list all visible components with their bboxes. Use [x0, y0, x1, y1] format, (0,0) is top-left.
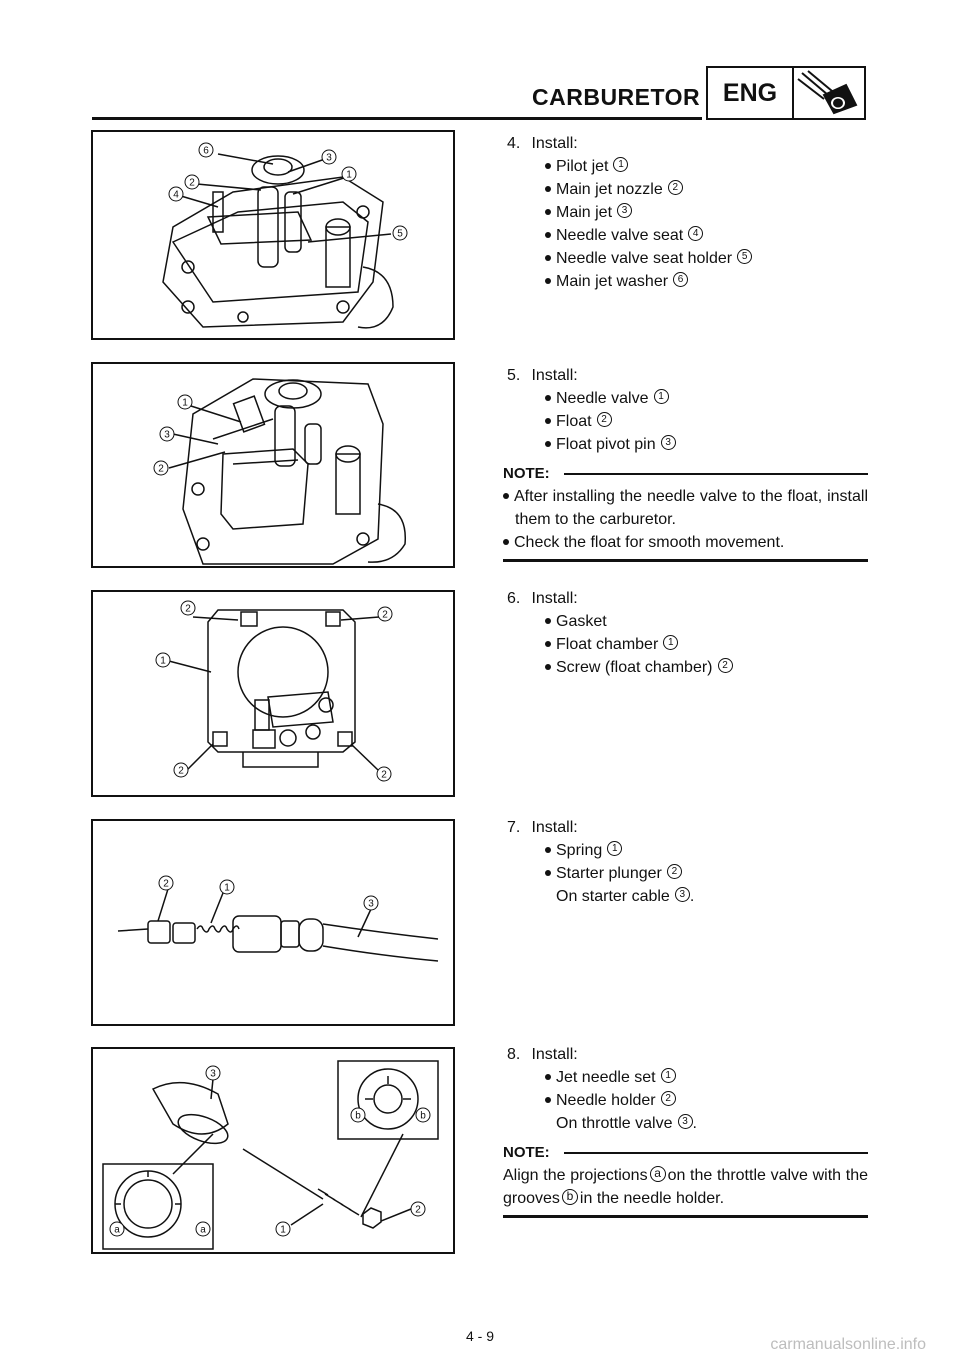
fig1-label-4: 4	[173, 190, 179, 201]
note-point: After installing the needle valve to the…	[503, 485, 868, 531]
fig2-label-1: 1	[182, 398, 188, 409]
note-label: NOTE:	[503, 465, 550, 482]
header-rule	[92, 117, 702, 120]
figure-starter-plunger: 2 1 3	[91, 819, 455, 1026]
fig5-label-b2: b	[420, 1111, 426, 1122]
figure-jet-needle: 3 b b a a 2 1	[91, 1047, 455, 1254]
fig2-label-2: 2	[158, 464, 164, 475]
fig3-label-1: 1	[160, 656, 166, 667]
step-number: 7.	[507, 819, 521, 836]
note-step-5: NOTE: After installing the needle valve …	[503, 462, 868, 562]
figure-carburetor-jets: 6 3 1 2 4 5	[91, 130, 455, 340]
fig1-label-5: 5	[397, 229, 403, 240]
fig5-label-1: 1	[280, 1225, 286, 1236]
fig4-label-1: 1	[224, 883, 230, 894]
fig5-label-a1: a	[114, 1225, 120, 1236]
step-title: Install:	[531, 367, 578, 384]
fig4-label-3: 3	[368, 899, 374, 910]
fig5-label-b1: b	[355, 1111, 361, 1122]
watermark: carmanualsonline.info	[770, 1336, 926, 1353]
fig3-label-2d: 2	[381, 770, 387, 781]
engine-piston-icon	[794, 68, 864, 118]
page-number: 4 - 9	[465, 1328, 494, 1344]
figure-float-chamber: 2 2 1 2 2	[91, 590, 455, 797]
page-title: CARBURETOR	[532, 84, 701, 110]
fig1-label-3: 3	[326, 153, 332, 164]
list-item: Gasket	[545, 610, 870, 633]
fig5-label-3: 3	[210, 1069, 216, 1080]
step-title: Install:	[531, 1046, 578, 1063]
figure-needle-valve-float: 1 3 2	[91, 362, 455, 568]
fig5-label-2: 2	[415, 1205, 421, 1216]
step-number: 4.	[507, 135, 521, 152]
step-title: Install:	[531, 135, 578, 152]
fig1-label-2: 2	[189, 178, 195, 189]
fig3-label-2c: 2	[178, 766, 184, 777]
fig1-label-6: 6	[203, 146, 209, 157]
step-title: Install:	[531, 590, 578, 607]
fig2-label-3: 3	[164, 430, 170, 441]
section-tab: ENG	[706, 66, 866, 120]
note-point: Check the float for smooth movement.	[503, 531, 868, 554]
step-number: 5.	[507, 367, 521, 384]
list-item: Screw (float chamber)2	[545, 656, 870, 679]
fig4-label-2: 2	[163, 879, 169, 890]
step-number: 8.	[507, 1046, 521, 1063]
step-number: 6.	[507, 590, 521, 607]
step-title: Install:	[531, 819, 578, 836]
note-label: NOTE:	[503, 1144, 550, 1161]
fig3-label-2a: 2	[185, 604, 191, 615]
fig3-label-2b: 2	[382, 610, 388, 621]
fig1-label-1: 1	[346, 170, 352, 181]
fig5-label-a2: a	[200, 1225, 206, 1236]
section-label: ENG	[708, 68, 794, 118]
